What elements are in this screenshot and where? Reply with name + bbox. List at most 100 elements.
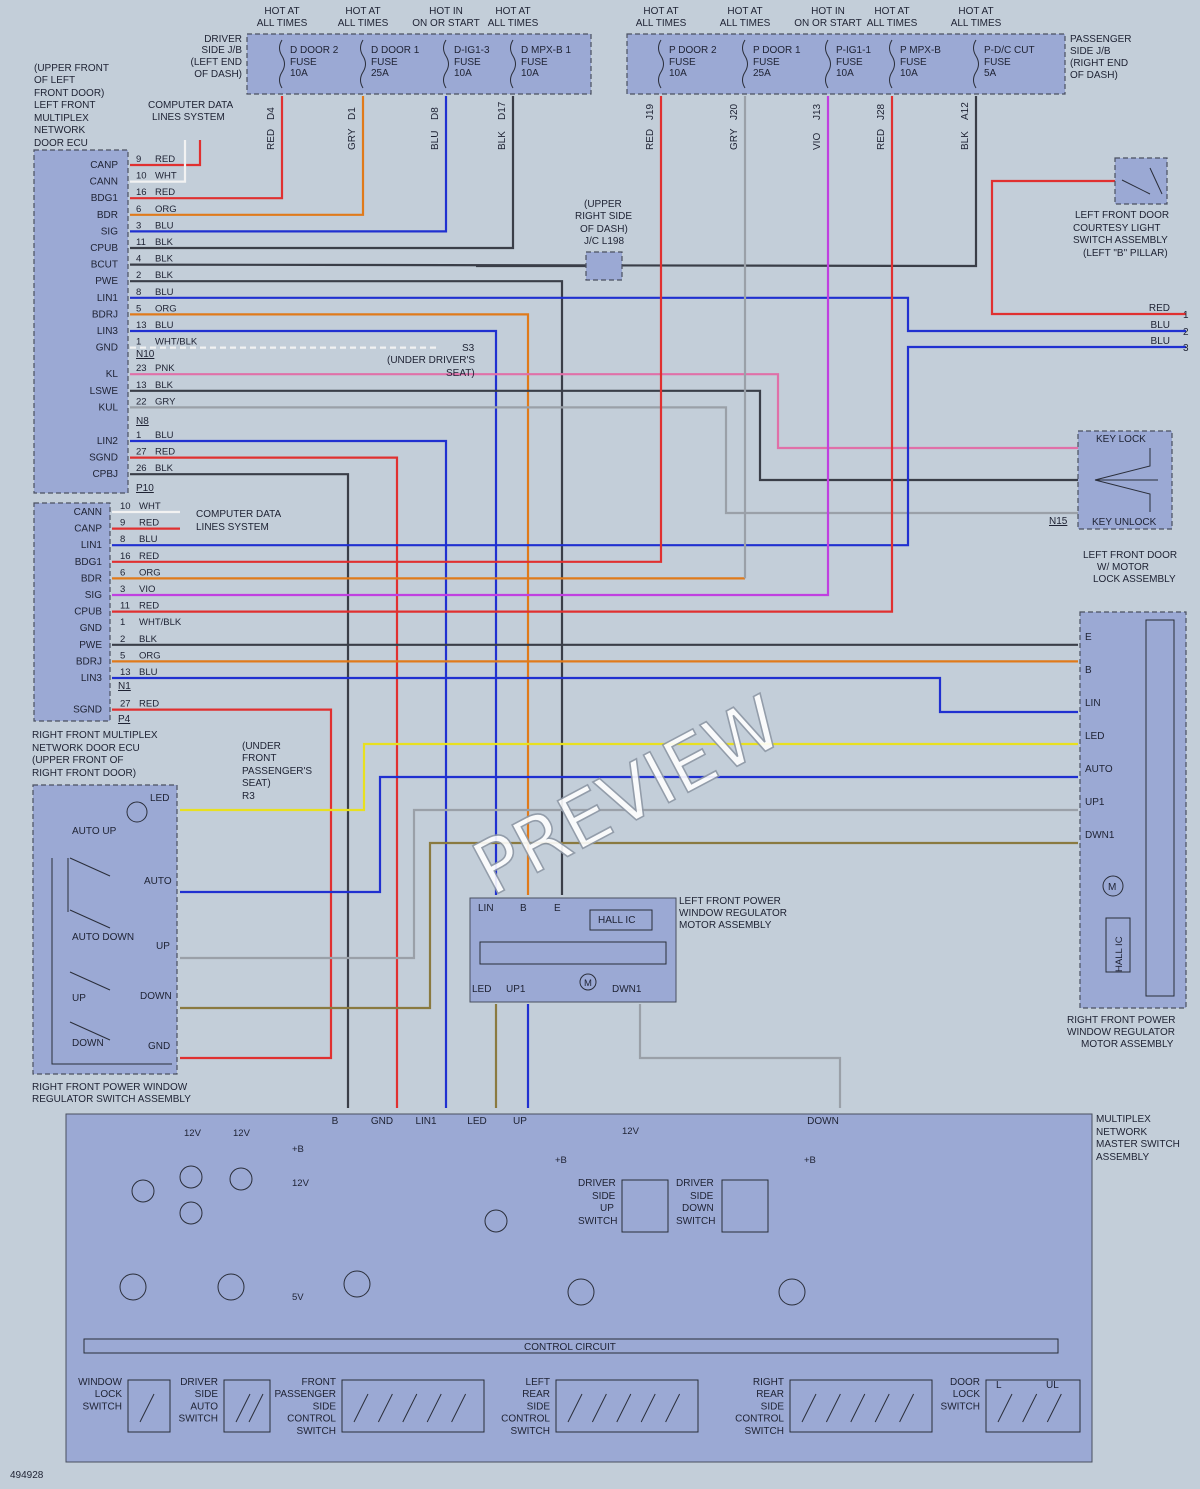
rf-motor-pin: AUTO bbox=[1085, 764, 1113, 775]
master-switch-label: SIDE bbox=[761, 1401, 785, 1412]
svg-text:MOTOR ASSEMBLY: MOTOR ASSEMBLY bbox=[1081, 1039, 1174, 1050]
driver-hot-label: HOT AT bbox=[264, 6, 299, 17]
driver-hot-label: HOT AT bbox=[495, 6, 530, 17]
passenger-fuse-name: P MPX-B bbox=[900, 45, 941, 56]
right-ecu-pin-number: 10 bbox=[120, 501, 131, 512]
cpub-wire bbox=[130, 96, 515, 250]
svg-text:PASSENGER'S: PASSENGER'S bbox=[242, 766, 312, 777]
right-ecu-pin-number: 13 bbox=[120, 667, 131, 678]
svg-text:DOWN: DOWN bbox=[682, 1203, 714, 1214]
driver-fuse-pin: D4 bbox=[266, 107, 277, 120]
master-switch-label: LOCK bbox=[95, 1389, 123, 1400]
rf-motor-pin: DWN1 bbox=[1085, 830, 1115, 841]
svg-text:(UNDER DRIVER'S: (UNDER DRIVER'S bbox=[387, 355, 475, 366]
edge-output-color: BLU bbox=[1151, 336, 1170, 347]
svg-text:FRONT: FRONT bbox=[242, 753, 276, 764]
svg-text:S3: S3 bbox=[462, 343, 475, 354]
left-ecu-pin-name: CPUB bbox=[90, 243, 118, 254]
right-ecu-pin-name: LIN1 bbox=[81, 540, 103, 551]
splice-labels: (UPPER RIGHT SIDE OF DASH) J/C L198 S3 (… bbox=[242, 199, 632, 802]
pwe-wire bbox=[130, 280, 564, 895]
kul-wire bbox=[130, 406, 1078, 515]
svg-text:LEFT FRONT DOOR: LEFT FRONT DOOR bbox=[1083, 550, 1177, 561]
svg-text:RIGHT FRONT POWER: RIGHT FRONT POWER bbox=[1067, 1015, 1176, 1026]
driver-fuse-rating: 25A bbox=[371, 68, 389, 79]
svg-text:LEFT FRONT POWER: LEFT FRONT POWER bbox=[679, 896, 781, 907]
driver-fuse-pin: D17 bbox=[497, 101, 508, 120]
right-front-window-switch: LED AUTO UP AUTO AUTO DOWN UP UP DOWN DO… bbox=[32, 784, 191, 1105]
svg-text:P4: P4 bbox=[118, 714, 131, 725]
svg-text:COMPUTER DATA: COMPUTER DATA bbox=[148, 100, 234, 111]
passenger-fuse-name: P DOOR 2 bbox=[669, 45, 717, 56]
right-ecu-pin-number: 27 bbox=[120, 699, 131, 710]
svg-text:UP: UP bbox=[72, 993, 86, 1004]
passenger-fuse-name: FUSE bbox=[836, 57, 863, 68]
left-ecu-pin-name: GND bbox=[96, 343, 118, 354]
svg-text:SEAT): SEAT) bbox=[242, 778, 271, 789]
passenger-hot-label: ALL TIMES bbox=[720, 18, 771, 29]
svg-text:SIDE: SIDE bbox=[592, 1191, 616, 1202]
switch-contact-icon bbox=[402, 1393, 418, 1423]
cpbj-wire bbox=[130, 473, 350, 1108]
passenger-hot-label: HOT AT bbox=[874, 6, 909, 17]
left-ecu-pin-name: KUL bbox=[99, 402, 119, 413]
left-ecu-wire-color: BLK bbox=[155, 380, 174, 391]
edge-output-color: BLU bbox=[1151, 320, 1170, 331]
driver-fuse-rating: 10A bbox=[521, 68, 539, 79]
svg-text:CONTROL CIRCUIT: CONTROL CIRCUIT bbox=[524, 1342, 616, 1353]
switch-contact-icon bbox=[850, 1393, 866, 1423]
auto-wire bbox=[180, 775, 1078, 894]
driver-fuse-pin: D8 bbox=[430, 107, 441, 120]
passenger-hot-label: HOT AT bbox=[643, 6, 678, 17]
lswe-wire bbox=[130, 389, 1078, 482]
dwn1-wire bbox=[180, 841, 1078, 1010]
left-ecu-pin-number: 3 bbox=[136, 220, 141, 231]
svg-text:RIGHT FRONT MULTIPLEX: RIGHT FRONT MULTIPLEX bbox=[32, 730, 158, 741]
master-switch-label: DRIVER bbox=[180, 1377, 218, 1388]
right-ecu-pin-number: 16 bbox=[120, 551, 131, 562]
left-ecu-wire-color: BLU bbox=[155, 320, 174, 331]
rf-motor-pin: LIN bbox=[1085, 698, 1101, 709]
left-ecu-pin-name: CANP bbox=[90, 160, 118, 171]
svg-text:(UNDER: (UNDER bbox=[242, 741, 281, 752]
led-icon bbox=[229, 1167, 253, 1191]
left-front-window-motor: HALL IC M LIN B E LED UP1 DWN1 LEFT FRON… bbox=[469, 896, 787, 1003]
master-switch-label: SWITCH bbox=[745, 1426, 784, 1437]
switch-contact-icon bbox=[591, 1393, 607, 1423]
right-ecu-pin-name: GND bbox=[80, 623, 102, 634]
passenger-fuse-pin: J20 bbox=[729, 103, 740, 120]
svg-text:B: B bbox=[520, 903, 527, 914]
left-ecu-pin-name: LSWE bbox=[90, 386, 119, 397]
left-ecu-pin-number: 1 bbox=[136, 430, 141, 441]
right-ecu-pin-number: 11 bbox=[120, 601, 130, 612]
left-ecu-pin-number: 2 bbox=[136, 270, 141, 281]
left-ecu-wire-color: BLK bbox=[155, 254, 174, 265]
left-ecu-pin-name: CANN bbox=[90, 177, 118, 188]
left-ecu-pin-number: 10 bbox=[136, 171, 147, 182]
master-switch-label: RIGHT bbox=[753, 1377, 784, 1388]
master-switch-box bbox=[223, 1379, 271, 1433]
driver-fuse-name: D DOOR 1 bbox=[371, 45, 420, 56]
switch-contact-icon bbox=[616, 1393, 632, 1423]
r-bdg1-wire bbox=[112, 96, 663, 563]
svg-text:N10: N10 bbox=[136, 349, 155, 360]
left-ecu-pin-number: 22 bbox=[136, 396, 147, 407]
svg-text:M: M bbox=[584, 978, 592, 989]
master-switch-box bbox=[555, 1379, 699, 1433]
left-ecu-pin-number: 23 bbox=[136, 363, 147, 374]
bdrj-wire bbox=[130, 313, 530, 895]
left-ecu-pin-number: 8 bbox=[136, 287, 141, 298]
svg-text:LIN: LIN bbox=[478, 903, 494, 914]
svg-text:LOCK ASSEMBLY: LOCK ASSEMBLY bbox=[1093, 574, 1176, 585]
passenger-hot-label: ALL TIMES bbox=[951, 18, 1002, 29]
svg-text:MULTIPLEX: MULTIPLEX bbox=[34, 113, 89, 124]
master-switch-label: SWITCH bbox=[179, 1414, 218, 1425]
switch-contact-icon bbox=[665, 1393, 681, 1423]
left-ecu-wire-color: ORG bbox=[155, 204, 177, 215]
driver-fuse-wire-color: BLK bbox=[497, 131, 508, 150]
left-ecu-pin-number: 4 bbox=[136, 254, 141, 265]
master-switch-label: CONTROL bbox=[501, 1414, 550, 1425]
svg-text:12V: 12V bbox=[622, 1126, 640, 1137]
master-switch-box bbox=[341, 1379, 485, 1433]
